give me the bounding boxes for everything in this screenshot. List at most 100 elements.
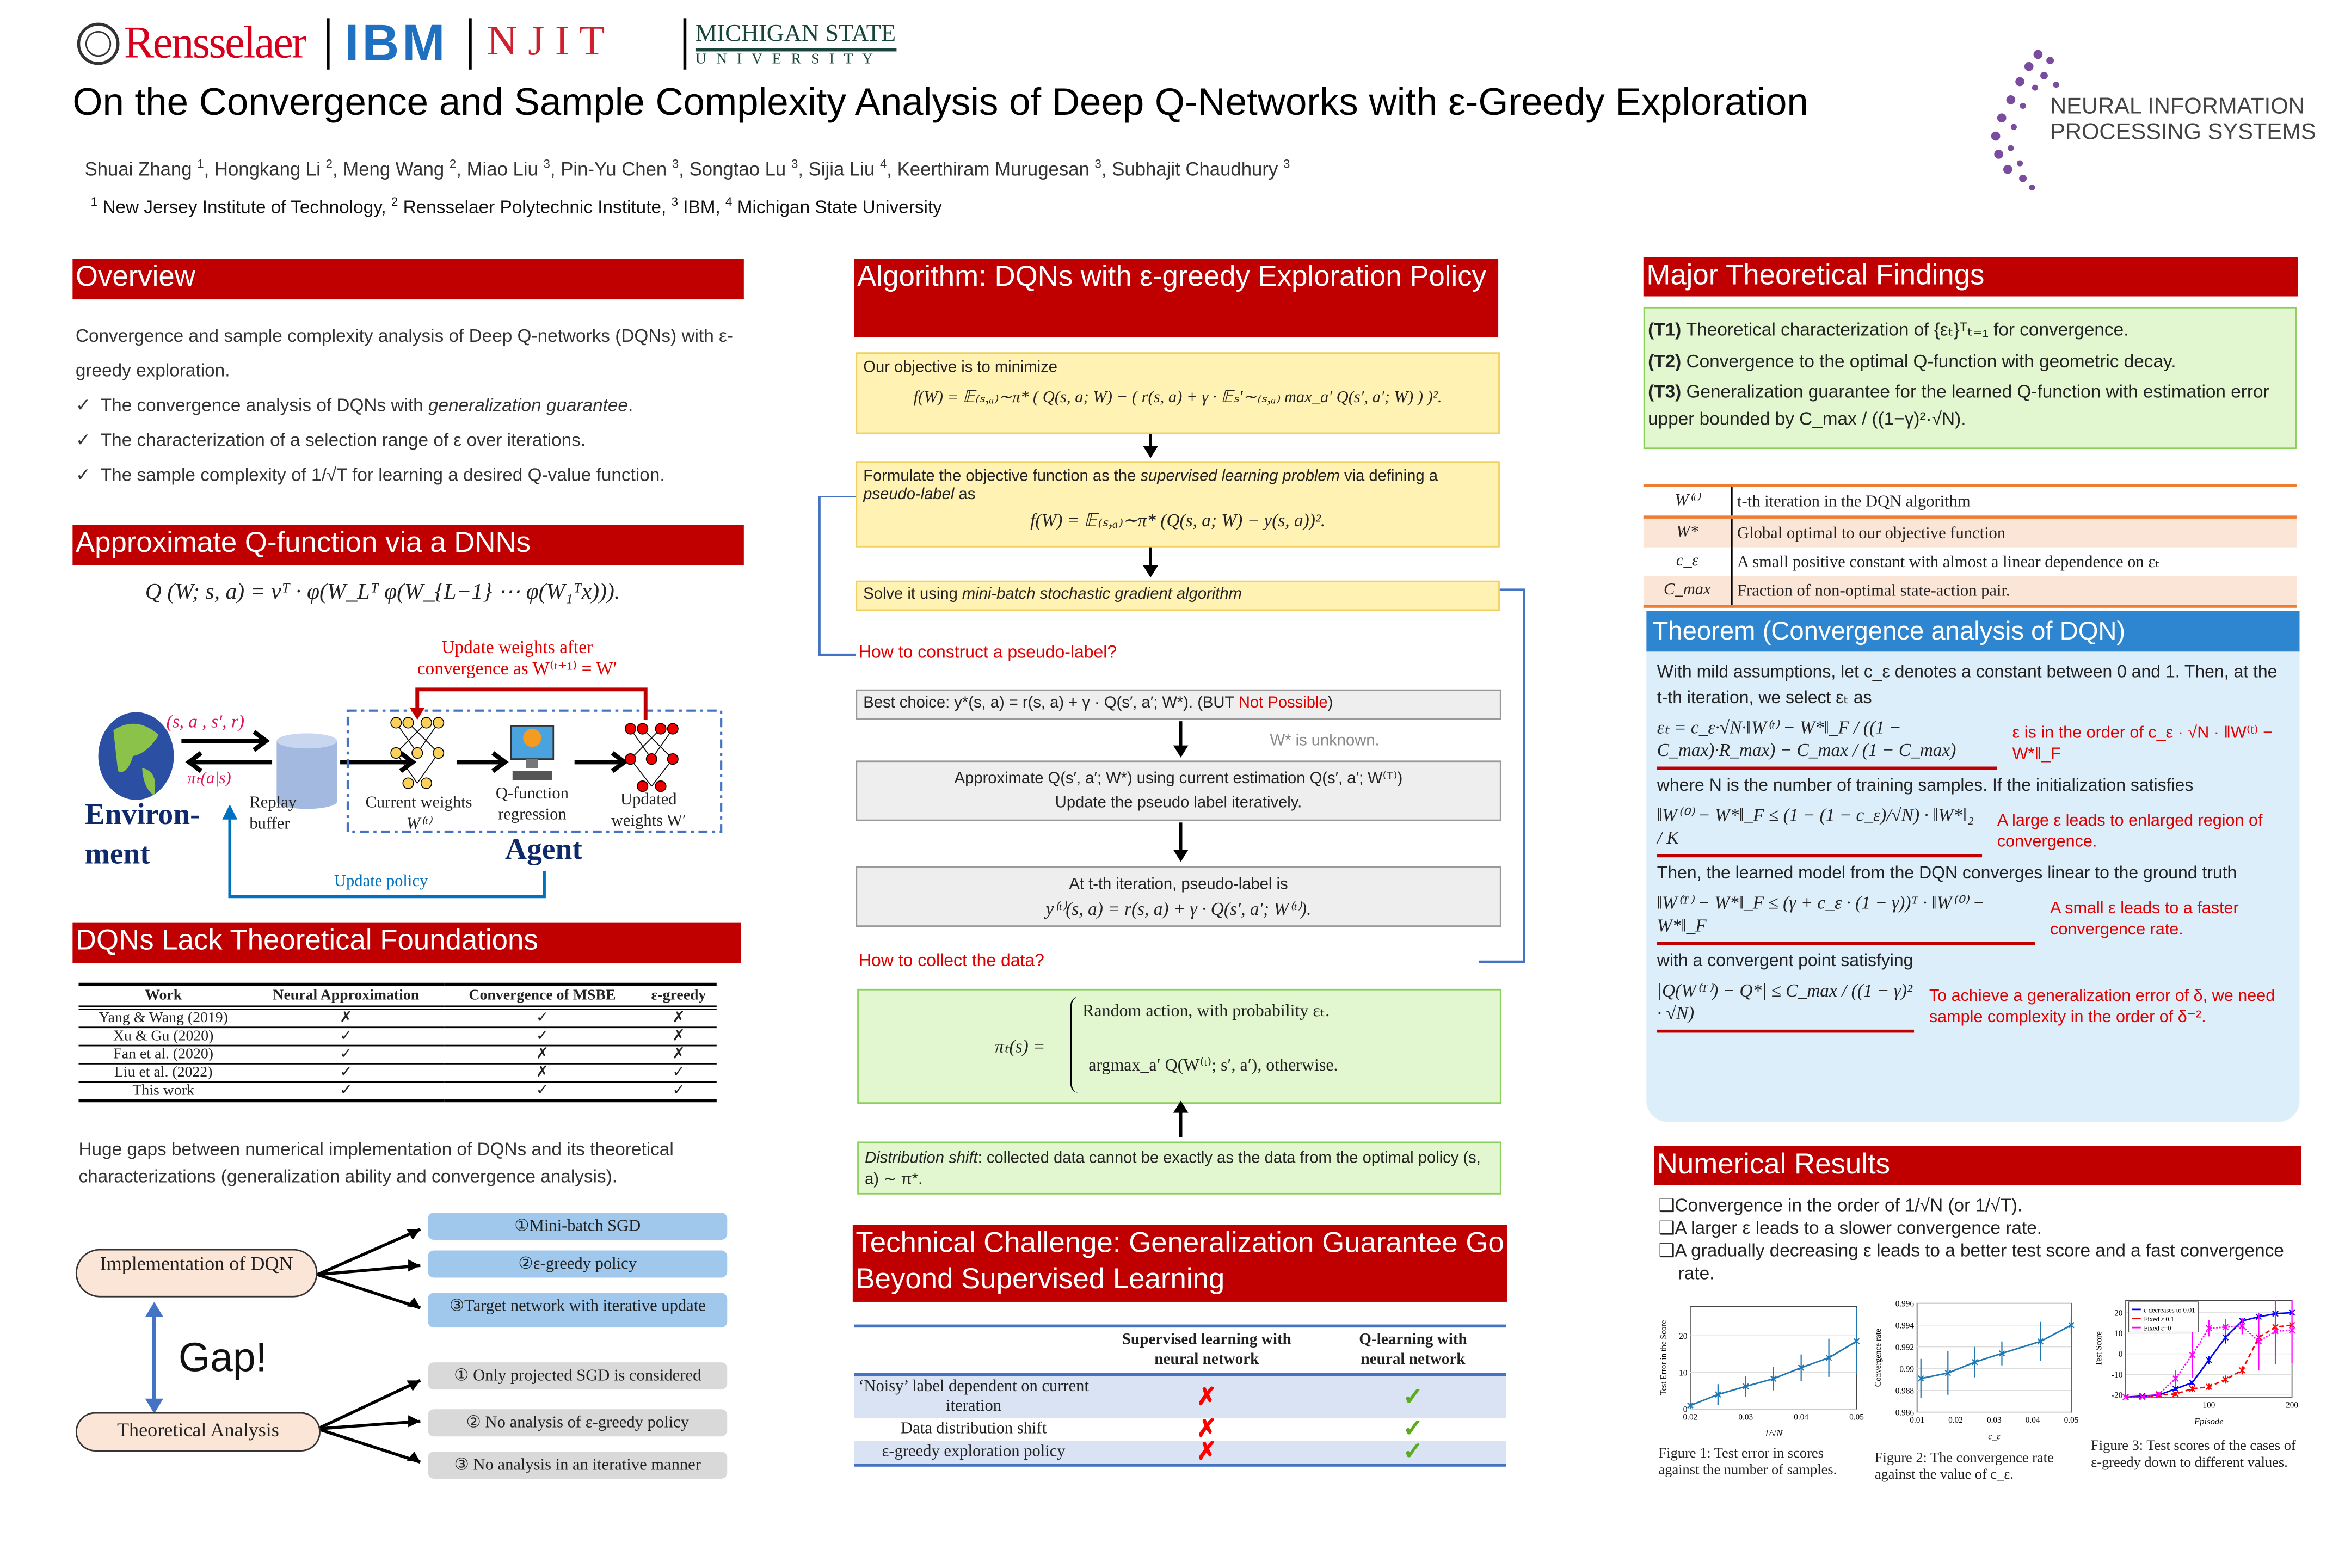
box2-emphasis: pseudo-label [863,485,955,504]
theory-item: ① Only projected SGD is considered [428,1362,728,1390]
x-tick-label: 0.04 [2026,1416,2040,1425]
data-point [2239,1323,2245,1330]
theorem-row: εₜ = c_ε·√N·‖W⁽ᵗ⁾ − W*‖_F / ((1 − C_max)… [1657,717,2289,770]
box3-emphasis: mini-batch stochastic gradient algorithm [962,585,1242,604]
author: Sijia Liu [808,159,875,181]
implementation-node: Implementation of DQN [75,1249,318,1298]
box2-emphasis: supervised learning problem [1140,467,1340,485]
author-list: Shuai Zhang 1, Hongkang Li 2, Meng Wang … [84,157,1290,181]
y-tick-label: 20 [1679,1332,1688,1341]
y-tick-label: 0.99 [1899,1364,1914,1374]
column-header [854,1326,1093,1376]
data-point [1972,1358,1978,1366]
y-tick-label: 0.986 [1895,1408,1915,1417]
work-cell: Liu et al. (2022) [78,1063,248,1082]
flow-arrow [1173,721,1189,758]
mark-cell: ✓ [248,1044,444,1064]
replay-buffer-icon [276,733,337,809]
author-affiliation-mark: 3 [1094,157,1101,171]
theorem-note3: A small ε leads to a faster convergence … [2050,899,2239,938]
approximate-line: Approximate Q(s′, a′; W*) using current … [954,770,1403,788]
collect-data-question: How to collect the data? [858,952,1044,971]
check-icon: ✓ [75,395,91,416]
mark-cell: ✓ [641,1063,717,1082]
bullet-text: A gradually decreasing ε leads to a bett… [1675,1240,2284,1284]
iteration-formula: y⁽ᵗ⁾(s, a) = r(s, a) + γ · Q(s′, a′; W⁽ᵗ… [1045,898,1312,920]
theorem-row: ‖W⁽⁰⁾ − W*‖_F ≤ (1 − (1 − c_ε)/√N) · ‖W*… [1657,804,2289,858]
overview-item-emphasis: generalization guarantee [428,395,628,416]
author-affiliation-mark: 4 [879,157,887,171]
y-tick-label: 10 [2114,1329,2123,1338]
y-tick-label: 0 [2119,1350,2123,1359]
sgd-box: Solve it using mini-batch stochastic gra… [856,580,1500,611]
overview-section: Convergence and sample complexity analys… [76,319,741,493]
poster-title: On the Convergence and Sample Complexity… [72,82,1808,124]
affiliation: IBM, [683,196,721,218]
data-point [1715,1391,1721,1398]
mark-cell: ✗ [672,1010,685,1027]
overview-intro: Convergence and sample complexity analys… [75,325,733,382]
author: Shuai Zhang [84,159,192,181]
mark-cell: ✗ [340,1010,353,1027]
data-point [2189,1386,2196,1392]
box2-text: as [954,485,976,504]
x-axis-label: 1/√N [1764,1428,1783,1438]
logo-divider [327,18,330,70]
pseudo-label-box: Formulate the objective function as the … [856,461,1500,548]
cross-icon: ✗ [1196,1417,1217,1443]
challenge-cell: ε-greedy exploration policy [882,1442,1066,1461]
data-point [2189,1379,2196,1386]
replay-line: Replay [249,794,297,812]
bullet-text: A larger ε leads to a slower convergence… [1675,1217,2042,1239]
gap-diagram [145,1228,421,1464]
finding-item: (T2) Convergence to the optimal Q-functi… [1648,346,2292,378]
data-point [2172,1386,2179,1392]
table-row: ε-greedy exploration policy✗✓ [854,1439,1506,1465]
work-cell: Yang & Wang (2019) [99,1010,228,1027]
checkbox-icon: ❑ [1658,1194,1675,1216]
numerical-bullet: ❑A larger ε leads to a slower convergenc… [1659,1217,2294,1240]
data-point [2156,1391,2162,1398]
notation-row: W⁽ᵗ⁾t-th iteration in the DQN algorithm [1643,485,2297,519]
author: Hongkang Li [214,159,321,181]
theorem-note2: A large ε leads to enlarged region of co… [1997,811,2263,851]
theory-node: Theoretical Analysis [75,1412,321,1452]
data-point [2206,1357,2212,1363]
table-row: ‘Noisy’ label dependent on current itera… [854,1374,1506,1418]
njit-logo: N J I T [487,18,605,65]
impl-item: ②ε-greedy policy [428,1250,728,1278]
table-row: Fan et al. (2020)✓✗✗ [78,1044,717,1064]
notation-row: W*Global optimal to our objective functi… [1643,517,2297,548]
data-point [2139,1394,2146,1400]
theorem-row: |Q(W⁽ᵀ⁾) − Q*| ≤ C_max / ((1 − γ)² · √N)… [1657,980,2289,1033]
data-point [1853,1338,1860,1345]
data-point [2272,1328,2279,1335]
x-axis-label: c_ε [1988,1431,2001,1442]
y-tick-label: -20 [2112,1391,2123,1400]
updated-network-icon [624,723,679,792]
notation-meaning: t-th iteration in the DQN algorithm [1732,485,2297,519]
affiliation-number: 2 [391,195,398,209]
finding-tag: (T3) [1648,381,1682,402]
rpi-logo: Rensselaer [76,18,307,69]
y-tick-label: -10 [2112,1370,2123,1380]
plot-area [1690,1306,1857,1410]
update-weights-arrow [415,687,648,720]
work-cell: Xu & Gu (2020) [78,1026,248,1046]
work-cell: Fan et al. (2020) [78,1044,248,1064]
computer-icon [510,725,555,780]
check-icon: ✓ [1402,1439,1424,1465]
box3-text: Solve it using [863,585,962,604]
table-row: Liu et al. (2022)✓✗✓ [78,1063,717,1082]
affiliation: Michigan State University [737,196,942,218]
overview-item-text: The convergence analysis of DQNs with [100,395,428,416]
figure3-caption: Figure 3: Test scores of the cases of ε-… [2091,1439,2296,1472]
affiliation-number: 1 [90,195,98,209]
